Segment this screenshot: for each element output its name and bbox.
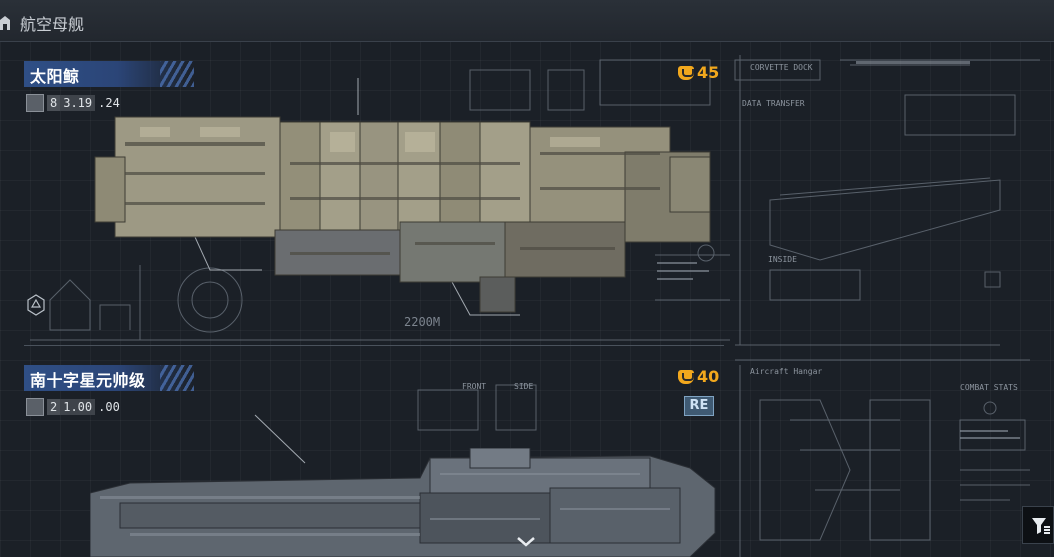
page-title: 航空母舰: [20, 15, 85, 34]
ship-stat-version: 3.19: [60, 95, 96, 111]
filter-button[interactable]: [1022, 506, 1054, 544]
ship-stats: 2 1.00 .00: [26, 398, 123, 416]
bp-label: SIDE: [514, 382, 534, 391]
bp-label: Aircraft Hangar: [750, 367, 823, 376]
bp-label: FRONT: [462, 382, 487, 391]
ship-cost-value: 40: [697, 367, 720, 386]
bp-label: DATA TRANSFER: [742, 99, 805, 108]
ship-stat-count: 2: [47, 399, 61, 415]
ship-stat-sub: .00: [98, 400, 120, 414]
cost-icon: [678, 369, 694, 384]
filter-icon: [1032, 518, 1050, 534]
ship-image-sun-whale[interactable]: [80, 112, 720, 317]
chevron-down-icon[interactable]: [516, 536, 536, 548]
ship-class-icon: [26, 94, 44, 112]
top-bar: 航空母舰: [0, 0, 1054, 42]
ship-stat-version: 1.00: [60, 399, 96, 415]
ship-stat-sub: .24: [98, 96, 120, 110]
bp-label: CORVETTE DOCK: [750, 63, 813, 72]
ship-cost: 45: [678, 63, 719, 82]
ship-class-icon: [26, 398, 44, 416]
bp-label: COMBAT STATS: [960, 383, 1018, 392]
ship-scale-label: 2200M: [404, 315, 441, 329]
cost-icon: [678, 65, 694, 80]
re-badge: RE: [684, 396, 714, 416]
ship-cost: 40: [678, 367, 719, 386]
bp-label: INSIDE: [768, 255, 797, 264]
ship-stats: 8 3.19 .24: [26, 94, 123, 112]
ship-name-label: 南十字星元帅级: [24, 365, 194, 391]
section-divider: [24, 345, 724, 346]
ship-name-label: 太阳鲸: [24, 61, 194, 87]
home-icon[interactable]: [0, 14, 10, 30]
ship-cost-value: 45: [697, 63, 720, 82]
ship-stat-count: 8: [47, 95, 61, 111]
ship-image-southern-cross[interactable]: [90, 448, 720, 557]
